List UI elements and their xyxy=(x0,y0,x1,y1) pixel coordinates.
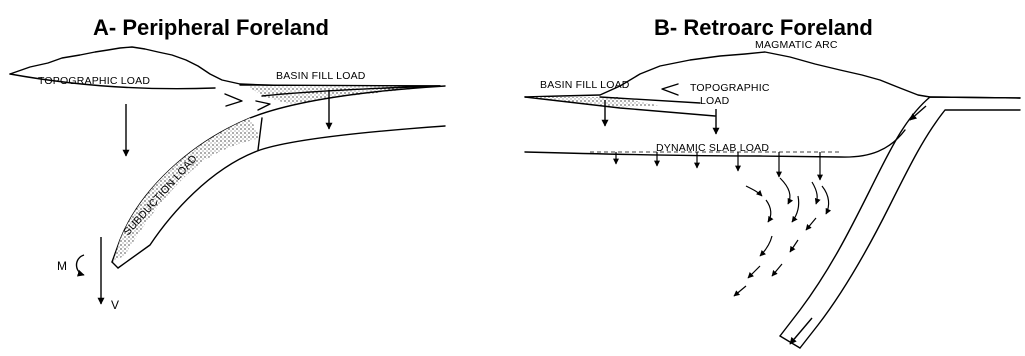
slab-sinking-arrow xyxy=(789,317,813,345)
mantle-flow-arrow-3 xyxy=(779,177,794,205)
subduction-arrow-top xyxy=(909,105,927,121)
mantle-flow-arrow-12 xyxy=(733,285,747,297)
basin-fill-top xyxy=(239,84,441,87)
label-topographic-load-b-1: TOPOGRAPHIC xyxy=(690,82,770,94)
label-basin-fill-load-a: BASIN FILL LOAD xyxy=(276,70,366,82)
moment-curl-arrow xyxy=(75,254,85,277)
mantle-flow-arrow-1 xyxy=(745,185,763,197)
label-subduction-load: SUBDUCTION LOAD xyxy=(121,153,200,238)
lower-topo-edge xyxy=(9,73,216,90)
thrust-chevron-2 xyxy=(255,100,271,111)
subduction-load-zone xyxy=(113,118,260,262)
thrust-chevron-1 xyxy=(224,93,243,107)
thrust-chevron-b xyxy=(661,83,679,96)
panel-b-retroarc-foreland: B- Retroarc Foreland MAGMATIC ARC BASIN … xyxy=(524,15,1021,349)
label-dynamic-slab-load: DYNAMIC SLAB LOAD xyxy=(656,142,769,154)
label-moment: M xyxy=(57,259,67,273)
mantle-flow-arrow-4 xyxy=(791,195,800,223)
basin-fill-b-base xyxy=(524,96,716,117)
mantle-flow-arrow-10 xyxy=(747,265,761,279)
label-topographic-load: TOPOGRAPHIC LOAD xyxy=(38,75,150,87)
basin-fill-b-top xyxy=(599,96,701,104)
mantle-flow-arrow-2 xyxy=(765,199,774,223)
mantle-flow-arrow-7 xyxy=(805,217,817,231)
subduction-zone-edge xyxy=(257,117,263,151)
mantle-flow-arrow-11 xyxy=(771,263,783,277)
panel-a-title: A- Peripheral Foreland xyxy=(93,15,329,40)
label-topographic-load-b-2: LOAD xyxy=(700,95,730,107)
mantle-flow-arrow-9 xyxy=(789,239,799,253)
slab-lower xyxy=(799,109,1021,349)
arc-topography xyxy=(524,51,1021,99)
plate-upper-surface xyxy=(111,85,446,263)
label-magmatic-arc: MAGMATIC ARC xyxy=(755,39,838,51)
basin-fill-base xyxy=(261,85,441,97)
slab-tip xyxy=(111,261,119,269)
panel-a-peripheral-foreland: A- Peripheral Foreland TOPOGRAPHIC LOAD … xyxy=(9,15,446,312)
basin-fill-wedge-b xyxy=(525,97,660,107)
plate-lower-surface xyxy=(117,125,446,269)
mantle-flow-arrow-5 xyxy=(811,181,821,205)
mantle-flow-arrow-6 xyxy=(821,185,832,215)
slab-upper xyxy=(779,96,1021,337)
label-vertical: V xyxy=(111,298,119,312)
upper-plate-base xyxy=(524,129,906,158)
mantle-flow-arrow-8 xyxy=(759,235,773,257)
label-basin-fill-load-b: BASIN FILL LOAD xyxy=(540,79,630,91)
panel-b-title: B- Retroarc Foreland xyxy=(654,15,873,40)
slab-tip-b xyxy=(779,335,801,349)
